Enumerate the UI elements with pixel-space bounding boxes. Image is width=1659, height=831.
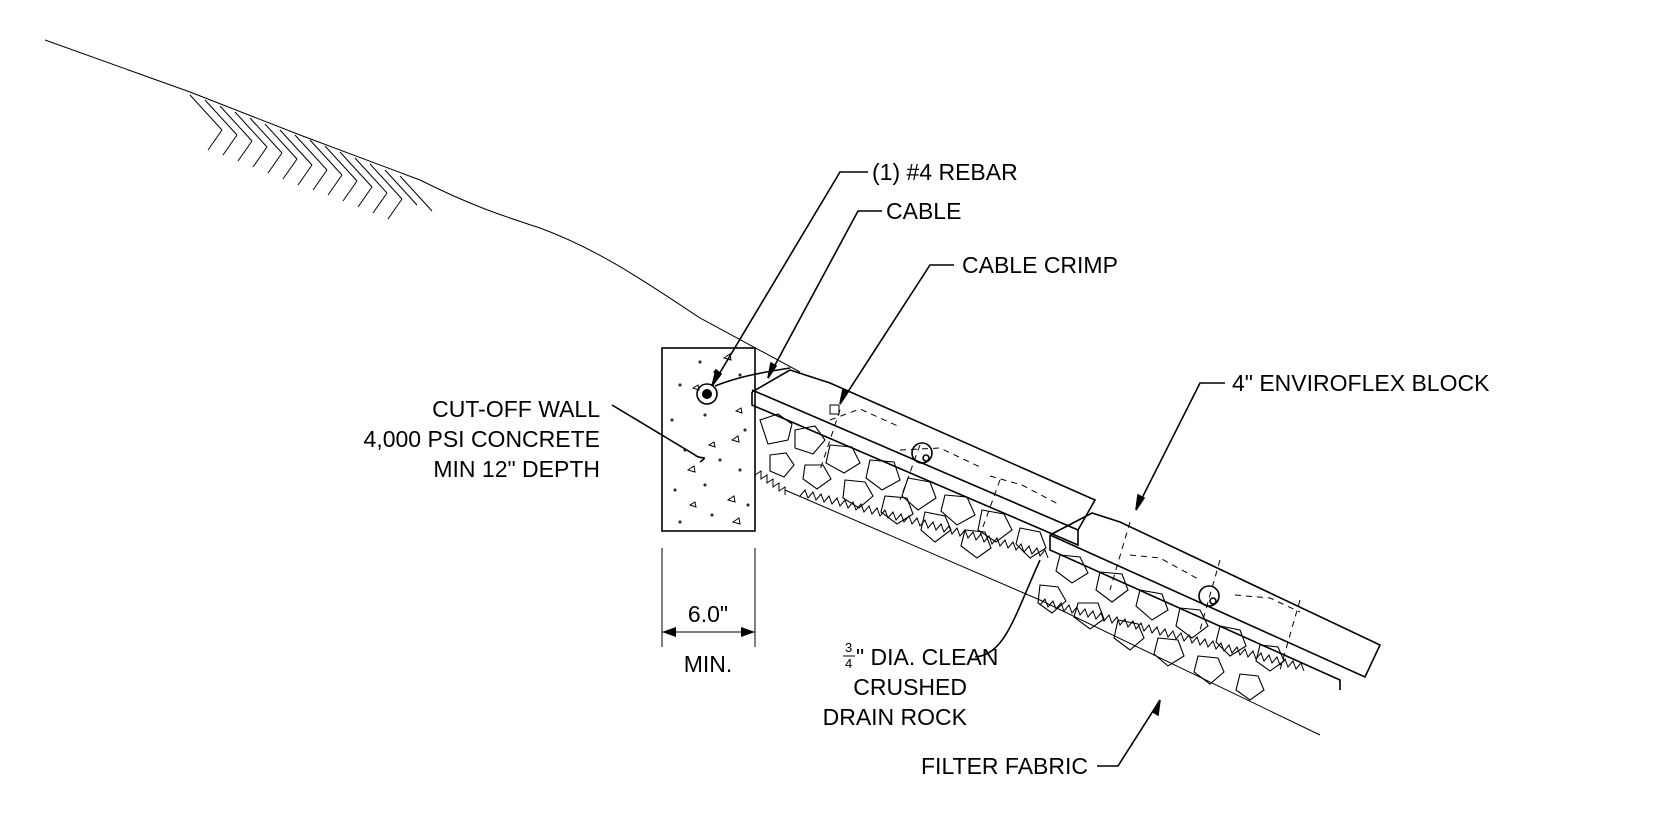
- cable-label: CABLE: [886, 198, 961, 224]
- cutoff-wall: [661, 347, 791, 532]
- concrete-stipple: [670, 353, 750, 525]
- rock-fraction-denominator: 4: [845, 656, 852, 671]
- existing-grade-line: [44, 39, 801, 373]
- filter-fabric-label: FILTER FABRIC: [921, 753, 1088, 779]
- drain-rock: [759, 413, 1285, 701]
- dimension-min: MIN.: [684, 651, 733, 677]
- filter-fabric-teeth: [799, 489, 1049, 559]
- crimp-leader: [839, 264, 954, 405]
- earth-hatch: [189, 94, 433, 220]
- rock-leader: [974, 559, 1041, 658]
- leaders: [611, 171, 1225, 767]
- rock-label-line2: CRUSHED: [853, 674, 967, 700]
- dimension-value: 6.0": [688, 601, 728, 627]
- rebar-label: (1) #4 REBAR: [872, 159, 1018, 185]
- block-leader: [1135, 382, 1225, 511]
- concrete-wall-outline: [661, 347, 756, 532]
- cutoff-wall-label-line2: 4,000 PSI CONCRETE: [364, 426, 600, 452]
- filter-fabric-teeth-lower: [1039, 598, 1305, 672]
- fabric-leader: [1097, 699, 1161, 767]
- enviroflex-block-label: 4" ENVIROFLEX BLOCK: [1232, 370, 1490, 396]
- rock-label-line1: " DIA. CLEAN: [856, 644, 998, 670]
- lower-block: [1049, 512, 1382, 690]
- rock-label-line3: DRAIN ROCK: [823, 704, 968, 730]
- cable-line: [714, 367, 791, 387]
- cable-crimp-label: CABLE CRIMP: [962, 252, 1118, 278]
- rock-fraction-numerator: 3: [845, 640, 852, 655]
- rebar-leader: [711, 171, 868, 387]
- rebar: [696, 383, 718, 405]
- cable-leader: [767, 210, 882, 379]
- cutoff-wall-label-line1: CUT-OFF WALL: [432, 396, 600, 422]
- wall-leader: [611, 404, 705, 463]
- filter-fabric: [754, 470, 1321, 736]
- width-dimension: [661, 548, 756, 647]
- cutoff-wall-label-line3: MIN 12" DEPTH: [433, 456, 600, 482]
